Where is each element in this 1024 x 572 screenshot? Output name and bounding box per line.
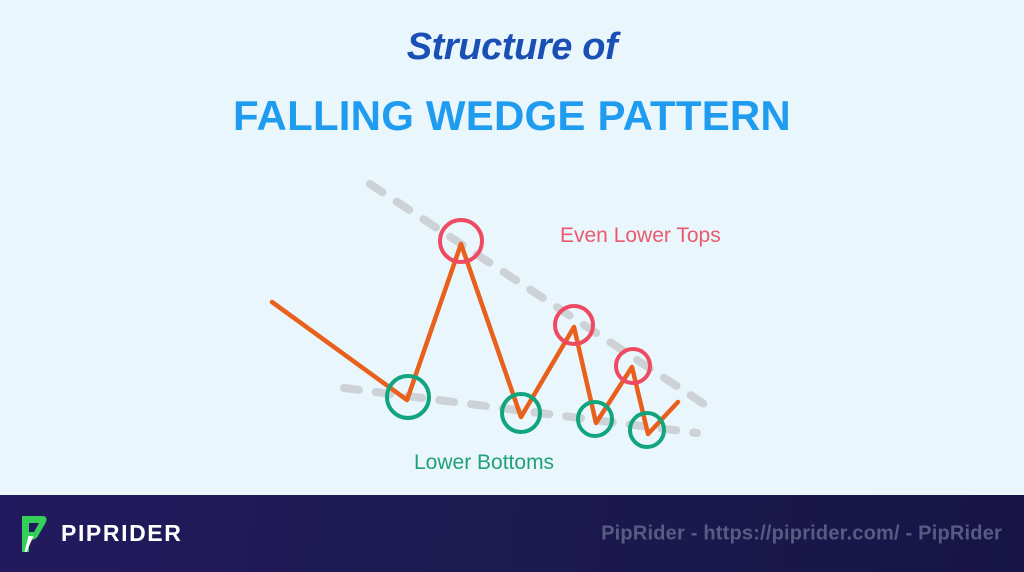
bottom-marker-3	[576, 400, 614, 438]
bottom-marker-2	[500, 392, 542, 434]
brand-name-label: PIPRIDER	[61, 520, 183, 546]
top-marker-3	[614, 347, 652, 385]
bottom-marker-4	[628, 411, 666, 449]
title-block: Structure of FALLING WEDGE PATTERN	[0, 26, 1024, 140]
page-title-line-1: Structure of	[406, 26, 618, 68]
top-marker-1	[438, 218, 484, 264]
lower-bottoms-label: Lower Bottoms	[414, 451, 555, 474]
top-markers-group	[438, 218, 652, 385]
brand-lockup[interactable]: PIPRIDER	[16, 514, 182, 554]
falling-wedge-chart: Even Lower Tops Lower Bottoms	[269, 180, 721, 474]
upper-resistance-trendline	[366, 180, 711, 410]
footer-bar: PIPRIDER PipRider - https://piprider.com…	[0, 495, 1024, 572]
chart-svg	[269, 180, 711, 449]
bottom-marker-1	[385, 374, 431, 420]
even-lower-tops-label: Even Lower Tops	[560, 224, 721, 247]
page-title-line-2: FALLING WEDGE PATTERN	[233, 91, 791, 139]
piprider-flag-logo-icon	[22, 515, 47, 552]
top-marker-2	[553, 304, 595, 346]
footer-watermark: PipRider - https://piprider.com/ - PipRi…	[601, 522, 1002, 544]
bottom-markers-group	[385, 374, 666, 449]
